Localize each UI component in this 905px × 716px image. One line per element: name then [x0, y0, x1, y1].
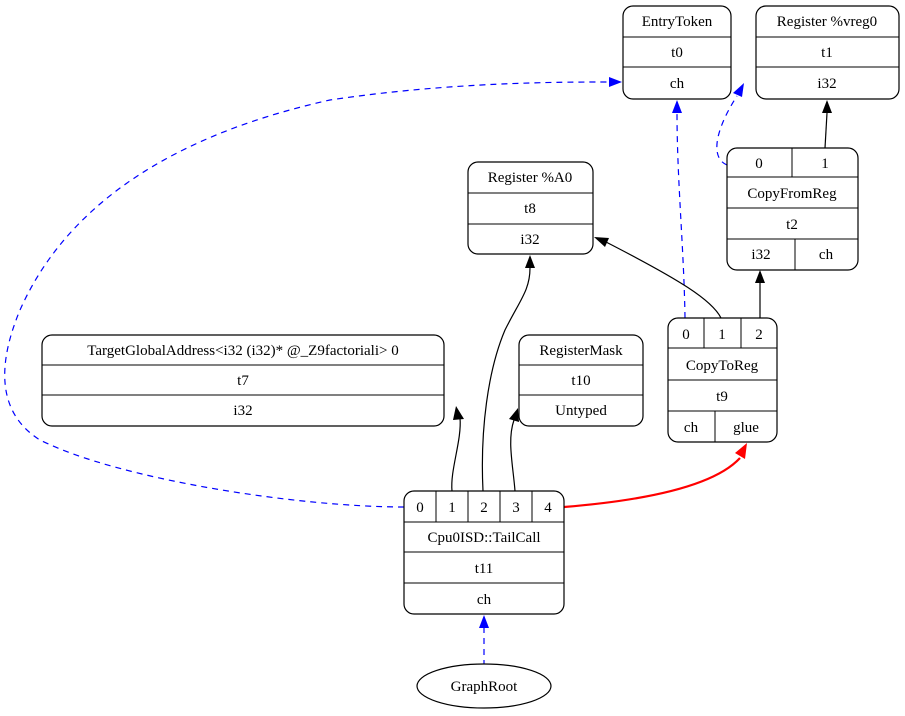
copytoreg-port-2: 2	[755, 327, 763, 343]
node-entrytoken: EntryToken t0 ch	[622, 5, 732, 100]
register-vreg0-title: Register %vreg0	[777, 14, 877, 30]
registermask-id: t10	[571, 373, 590, 389]
register-a0-type: i32	[520, 232, 539, 248]
copytoreg-type-1: glue	[733, 420, 759, 436]
arrowhead-tailcall-3-to-registermask	[509, 408, 519, 422]
node-register-a0: Register %A0 t8 i32	[467, 161, 594, 255]
copytoreg-type-0: ch	[684, 420, 699, 436]
copyfromreg-port-0: 0	[755, 156, 763, 172]
arrowhead-tailcall-0-to-entrytoken	[609, 77, 622, 87]
node-copyfromreg: 0 1 CopyFromReg t2 i32 ch	[726, 147, 859, 271]
arrowhead-copytoreg-0-to-entrytoken	[672, 100, 682, 113]
copyfromreg-id: t2	[786, 217, 798, 233]
copytoreg-port-1: 1	[718, 327, 726, 343]
targetglobaladdress-id: t7	[237, 373, 249, 389]
edge-copytoreg-0-to-entrytoken	[676, 112, 686, 319]
edge-tailcall-3-to-registermask	[510, 419, 516, 492]
arrowhead-copyfromreg-0-to-entrytoken	[733, 83, 744, 97]
node-tailcall: 0 1 2 3 4 Cpu0ISD::TailCall t11 ch	[403, 490, 565, 615]
targetglobaladdress-title: TargetGlobalAddress<i32 (i32)* @_Z9facto…	[87, 343, 398, 359]
copyfromreg-title: CopyFromReg	[747, 186, 837, 202]
register-vreg0-id: t1	[821, 45, 833, 61]
tailcall-type: ch	[477, 592, 492, 608]
graphroot-title: GraphRoot	[451, 679, 518, 695]
entrytoken-type: ch	[670, 76, 685, 92]
register-vreg0-type: i32	[817, 76, 836, 92]
node-registermask: RegisterMask t10 Untyped	[518, 334, 644, 427]
tailcall-port-2: 2	[480, 500, 488, 516]
tailcall-title: Cpu0ISD::TailCall	[427, 530, 540, 546]
tailcall-port-0: 0	[416, 500, 424, 516]
copytoreg-title: CopyToReg	[686, 358, 759, 374]
arrowhead-tailcall-4-to-copytoreg-glue	[735, 443, 747, 459]
edge-tailcall-2-to-register-a0	[481, 267, 531, 492]
arrowhead-copyfromreg-1-to-register-vreg0	[822, 100, 832, 113]
entrytoken-title: EntryToken	[642, 14, 713, 30]
node-targetglobaladdress: TargetGlobalAddress<i32 (i32)* @_Z9facto…	[41, 334, 445, 427]
tailcall-port-3: 3	[512, 500, 520, 516]
copytoreg-id: t9	[716, 389, 728, 405]
tailcall-id: t11	[475, 561, 494, 577]
edge-tailcall-4-to-copytoreg-glue	[563, 457, 741, 509]
copyfromreg-type-0: i32	[751, 247, 770, 263]
targetglobaladdress-type: i32	[233, 403, 252, 419]
register-a0-id: t8	[524, 201, 536, 217]
edge-copyfromreg-1-to-register-vreg0	[824, 112, 828, 149]
edge-copytoreg-1-to-register-a0	[605, 241, 722, 319]
node-graphroot: GraphRoot	[416, 663, 552, 709]
arrowhead-copytoreg-2-to-copyfromreg	[755, 270, 765, 283]
tailcall-port-1: 1	[448, 500, 456, 516]
edge-tailcall-1-to-targetglobaladdress	[451, 417, 461, 492]
arrowhead-tailcall-2-to-register-a0	[525, 255, 535, 268]
registermask-type: Untyped	[555, 403, 607, 419]
entrytoken-id: t0	[671, 45, 683, 61]
copyfromreg-port-1: 1	[821, 156, 829, 172]
arrowhead-tailcall-1-to-targetglobaladdress	[453, 406, 464, 420]
copytoreg-port-0: 0	[682, 327, 690, 343]
register-a0-title: Register %A0	[488, 170, 573, 186]
edges	[4, 77, 832, 666]
node-register-vreg0: Register %vreg0 t1 i32	[755, 5, 900, 100]
edge-copyfromreg-0-to-entrytoken	[716, 95, 738, 166]
arrowhead-copytoreg-1-to-register-a0	[594, 237, 609, 247]
copyfromreg-type-1: ch	[819, 247, 834, 263]
arrowhead-graphroot-to-tailcall	[479, 615, 489, 628]
registermask-title: RegisterMask	[539, 343, 623, 359]
node-copytoreg: 0 1 2 CopyToReg t9 ch glue	[667, 317, 778, 443]
tailcall-port-4: 4	[544, 500, 552, 516]
edge-tailcall-0-to-entrytoken	[4, 81, 611, 508]
